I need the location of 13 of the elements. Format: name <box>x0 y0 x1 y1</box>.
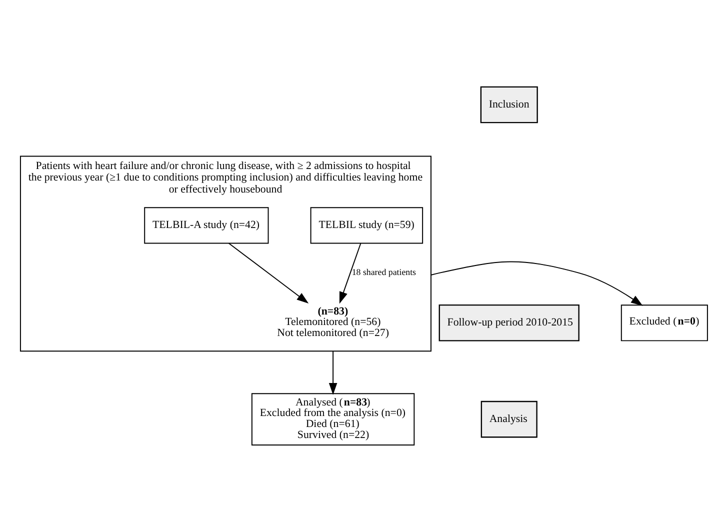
node-box: Inclusion <box>480 86 538 123</box>
node-box: Analysis <box>480 400 538 438</box>
node-box: Analysed (n=83) Excluded from the analysis (n=0) Died (n=61) Survived (n=22) <box>251 392 415 446</box>
node-box: Excluded (n=0) <box>620 304 708 341</box>
node-box: Follow-up period 2010-2015 <box>438 304 580 341</box>
node-box: TELBIL-A study (n=42) <box>144 206 269 244</box>
edge-label: 18 shared patients <box>352 266 416 277</box>
node-box: TELBIL study (n=59) <box>310 206 424 244</box>
arrow <box>339 242 362 304</box>
arrow <box>328 350 338 394</box>
arrow <box>228 242 309 303</box>
arrow <box>430 260 643 306</box>
node-text: (n=83) Telemonitored (n=56) Not telemonitored (n=27) <box>277 304 389 339</box>
